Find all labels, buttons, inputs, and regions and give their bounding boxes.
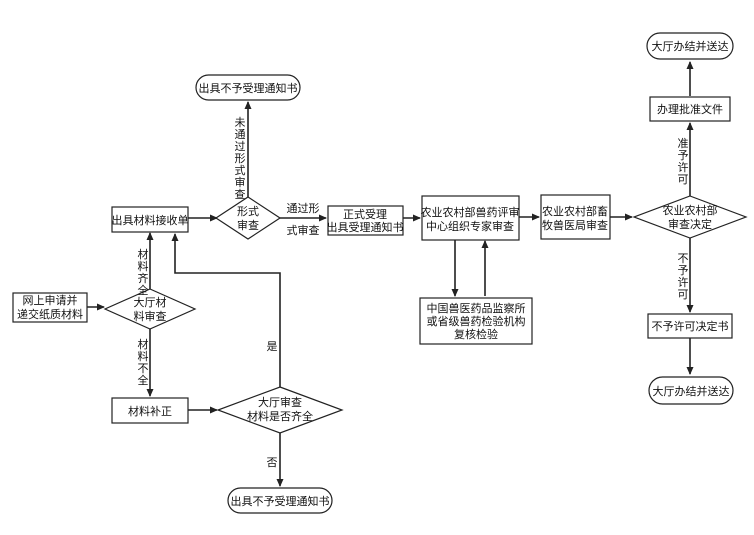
completeness-line-1: 大厅审查 [258, 395, 302, 409]
terminal-reject-top: 出具不予受理通知书 [195, 74, 301, 101]
decision-line-2: 审查决定 [668, 217, 712, 231]
node-online-apply: 网上申请并 递交纸质材料 [12, 292, 88, 323]
label-materials-incomplete: 材 料 不 全 [138, 337, 149, 387]
decision-final: 农业农村部 审查决定 [632, 195, 748, 239]
completeness-line-2: 材料是否齐全 [247, 409, 313, 423]
supplement-label: 材料补正 [128, 404, 172, 418]
label-char: 准 [678, 137, 689, 150]
label-char: 形 [235, 152, 246, 165]
label-char: 全 [138, 373, 149, 387]
edges [87, 61, 694, 487]
label-no: 否 [267, 456, 278, 469]
label-char: 许 [678, 161, 689, 174]
formal-check-line-2: 审查 [237, 218, 259, 232]
evaluation-line-2: 中心组织专家审查 [426, 219, 514, 233]
label-char: 审 [235, 175, 246, 189]
accept-line-1: 正式受理 [343, 208, 387, 221]
deliver-bottom-label: 大厅办结并送达 [653, 384, 730, 398]
receipt-label: 出具材料接收单 [112, 213, 189, 227]
label-materials-complete: 材 料 齐 全 [138, 247, 149, 297]
decision-formal-check: 形式 审查 [214, 196, 282, 240]
terminal-reject-bottom: 出具不予受理通知书 [227, 487, 333, 514]
terminal-deliver-bottom: 大厅办结并送达 [648, 376, 734, 405]
label-line: 通过形 [287, 202, 320, 215]
deny-doc-label: 不予许可决定书 [652, 319, 729, 333]
hall-check-line-2: 料审查 [134, 309, 167, 323]
label-char: 查 [235, 187, 246, 201]
label-char: 予 [678, 264, 689, 277]
label-not-approved: 不 予 许 可 [678, 252, 689, 301]
label-yes: 是 [267, 340, 278, 353]
accept-line-2: 出具受理通知书 [327, 220, 404, 234]
label-char: 未 [235, 116, 246, 129]
label-approved: 准 予 许 可 [678, 137, 689, 186]
node-accept: 正式受理 出具受理通知书 [327, 205, 404, 236]
inspection-line-1: 中国兽医药品监察所 [427, 301, 526, 315]
node-approve-doc: 办理批准文件 [649, 96, 731, 122]
evaluation-line-1: 农业农村部兽药评审 [421, 205, 520, 219]
decision-hall-check: 大厅材 料审查 [103, 288, 197, 330]
label-char: 齐 [138, 271, 149, 285]
formal-check-line-1: 形式 [237, 205, 259, 218]
label-char: 式 [235, 164, 246, 177]
label-char: 材 [138, 337, 149, 351]
node-bureau: 农业农村部畜 牧兽医局审查 [540, 194, 611, 240]
reject-top-label: 出具不予受理通知书 [199, 81, 298, 95]
label-char: 全 [138, 283, 149, 297]
node-receipt: 出具材料接收单 [111, 206, 189, 233]
label-char: 不 [678, 252, 689, 265]
label-line: 式审查 [287, 223, 320, 237]
node-inspection: 中国兽医药品监察所 或省级兽药检验机构 复核检验 [419, 297, 533, 345]
deliver-top-label: 大厅办结并送达 [652, 39, 729, 53]
inspection-line-2: 或省级兽药检验机构 [427, 314, 526, 328]
terminal-deliver-top: 大厅办结并送达 [646, 32, 734, 60]
label-char: 可 [678, 173, 689, 186]
label-char: 料 [138, 349, 149, 363]
label-char: 予 [678, 149, 689, 162]
label-char: 过 [235, 140, 246, 153]
label-char: 许 [678, 276, 689, 289]
label-char: 不 [138, 362, 149, 375]
edge-completeness-yes-to-receipt [171, 233, 281, 388]
node-evaluation: 农业农村部兽药评审 中心组织专家审查 [421, 195, 520, 241]
node-supplement: 材料补正 [111, 397, 189, 424]
decision-line-1: 农业农村部 [663, 203, 718, 217]
label-char: 可 [678, 288, 689, 301]
reject-bottom-label: 出具不予受理通知书 [231, 494, 330, 508]
label-passed: 通过形 式审查 [287, 202, 320, 237]
online-apply-line-2: 递交纸质材料 [17, 307, 83, 321]
node-deny-doc: 不予许可决定书 [647, 313, 733, 339]
approve-doc-label: 办理批准文件 [657, 102, 723, 116]
inspection-line-3: 复核检验 [454, 327, 498, 341]
label-not-passed: 未 通 过 形 式 审 查 [235, 116, 246, 201]
decision-completeness: 大厅审查 材料是否齐全 [216, 386, 344, 434]
label-char: 通 [235, 128, 246, 141]
bureau-line-1: 农业农村部畜 [542, 204, 608, 218]
bureau-line-2: 牧兽医局审查 [542, 218, 608, 232]
label-char: 材 [138, 247, 149, 261]
hall-check-line-1: 大厅材 [134, 295, 167, 309]
online-apply-line-1: 网上申请并 [23, 293, 78, 307]
label-char: 料 [138, 259, 149, 273]
